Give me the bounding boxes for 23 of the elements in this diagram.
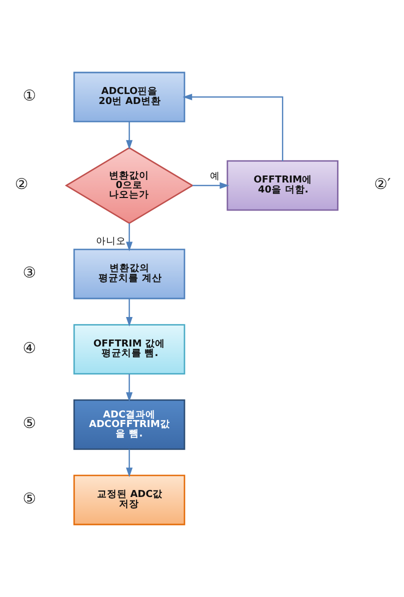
node-box: ADCLO핀을 20번 AD변환 <box>73 72 186 122</box>
node-label: ②′ <box>374 175 391 194</box>
node-label: ⑤ <box>22 490 36 508</box>
arrow <box>182 94 284 161</box>
node-box: ADC결과에 ADCOFFTRIM값 을 뺌. <box>73 399 186 450</box>
node-box: OFFTRIM 값에 평균치를 뺌. <box>73 324 186 375</box>
arrow <box>126 374 133 402</box>
arrow <box>126 449 133 478</box>
arrow <box>126 223 133 252</box>
arrow <box>126 298 133 326</box>
node-label: ⑤ <box>22 414 36 432</box>
node-box: OFFTRIM에 40을 더함. <box>226 160 338 211</box>
arrow <box>192 182 230 189</box>
edge-label: 아니오 <box>96 236 126 248</box>
node-diamond: 변환값이 0으로 나오는가 <box>64 147 194 224</box>
edge-label: 예 <box>210 171 220 182</box>
node-box: 교정된 ADC값 저장 <box>73 474 186 526</box>
node-label: ① <box>22 86 36 105</box>
node-box: 변환값의 평균치를 계산 <box>73 248 186 300</box>
arrow <box>126 122 133 150</box>
node-label: ③ <box>22 264 36 282</box>
node-label: ② <box>14 175 28 194</box>
node-label: ④ <box>22 338 36 357</box>
